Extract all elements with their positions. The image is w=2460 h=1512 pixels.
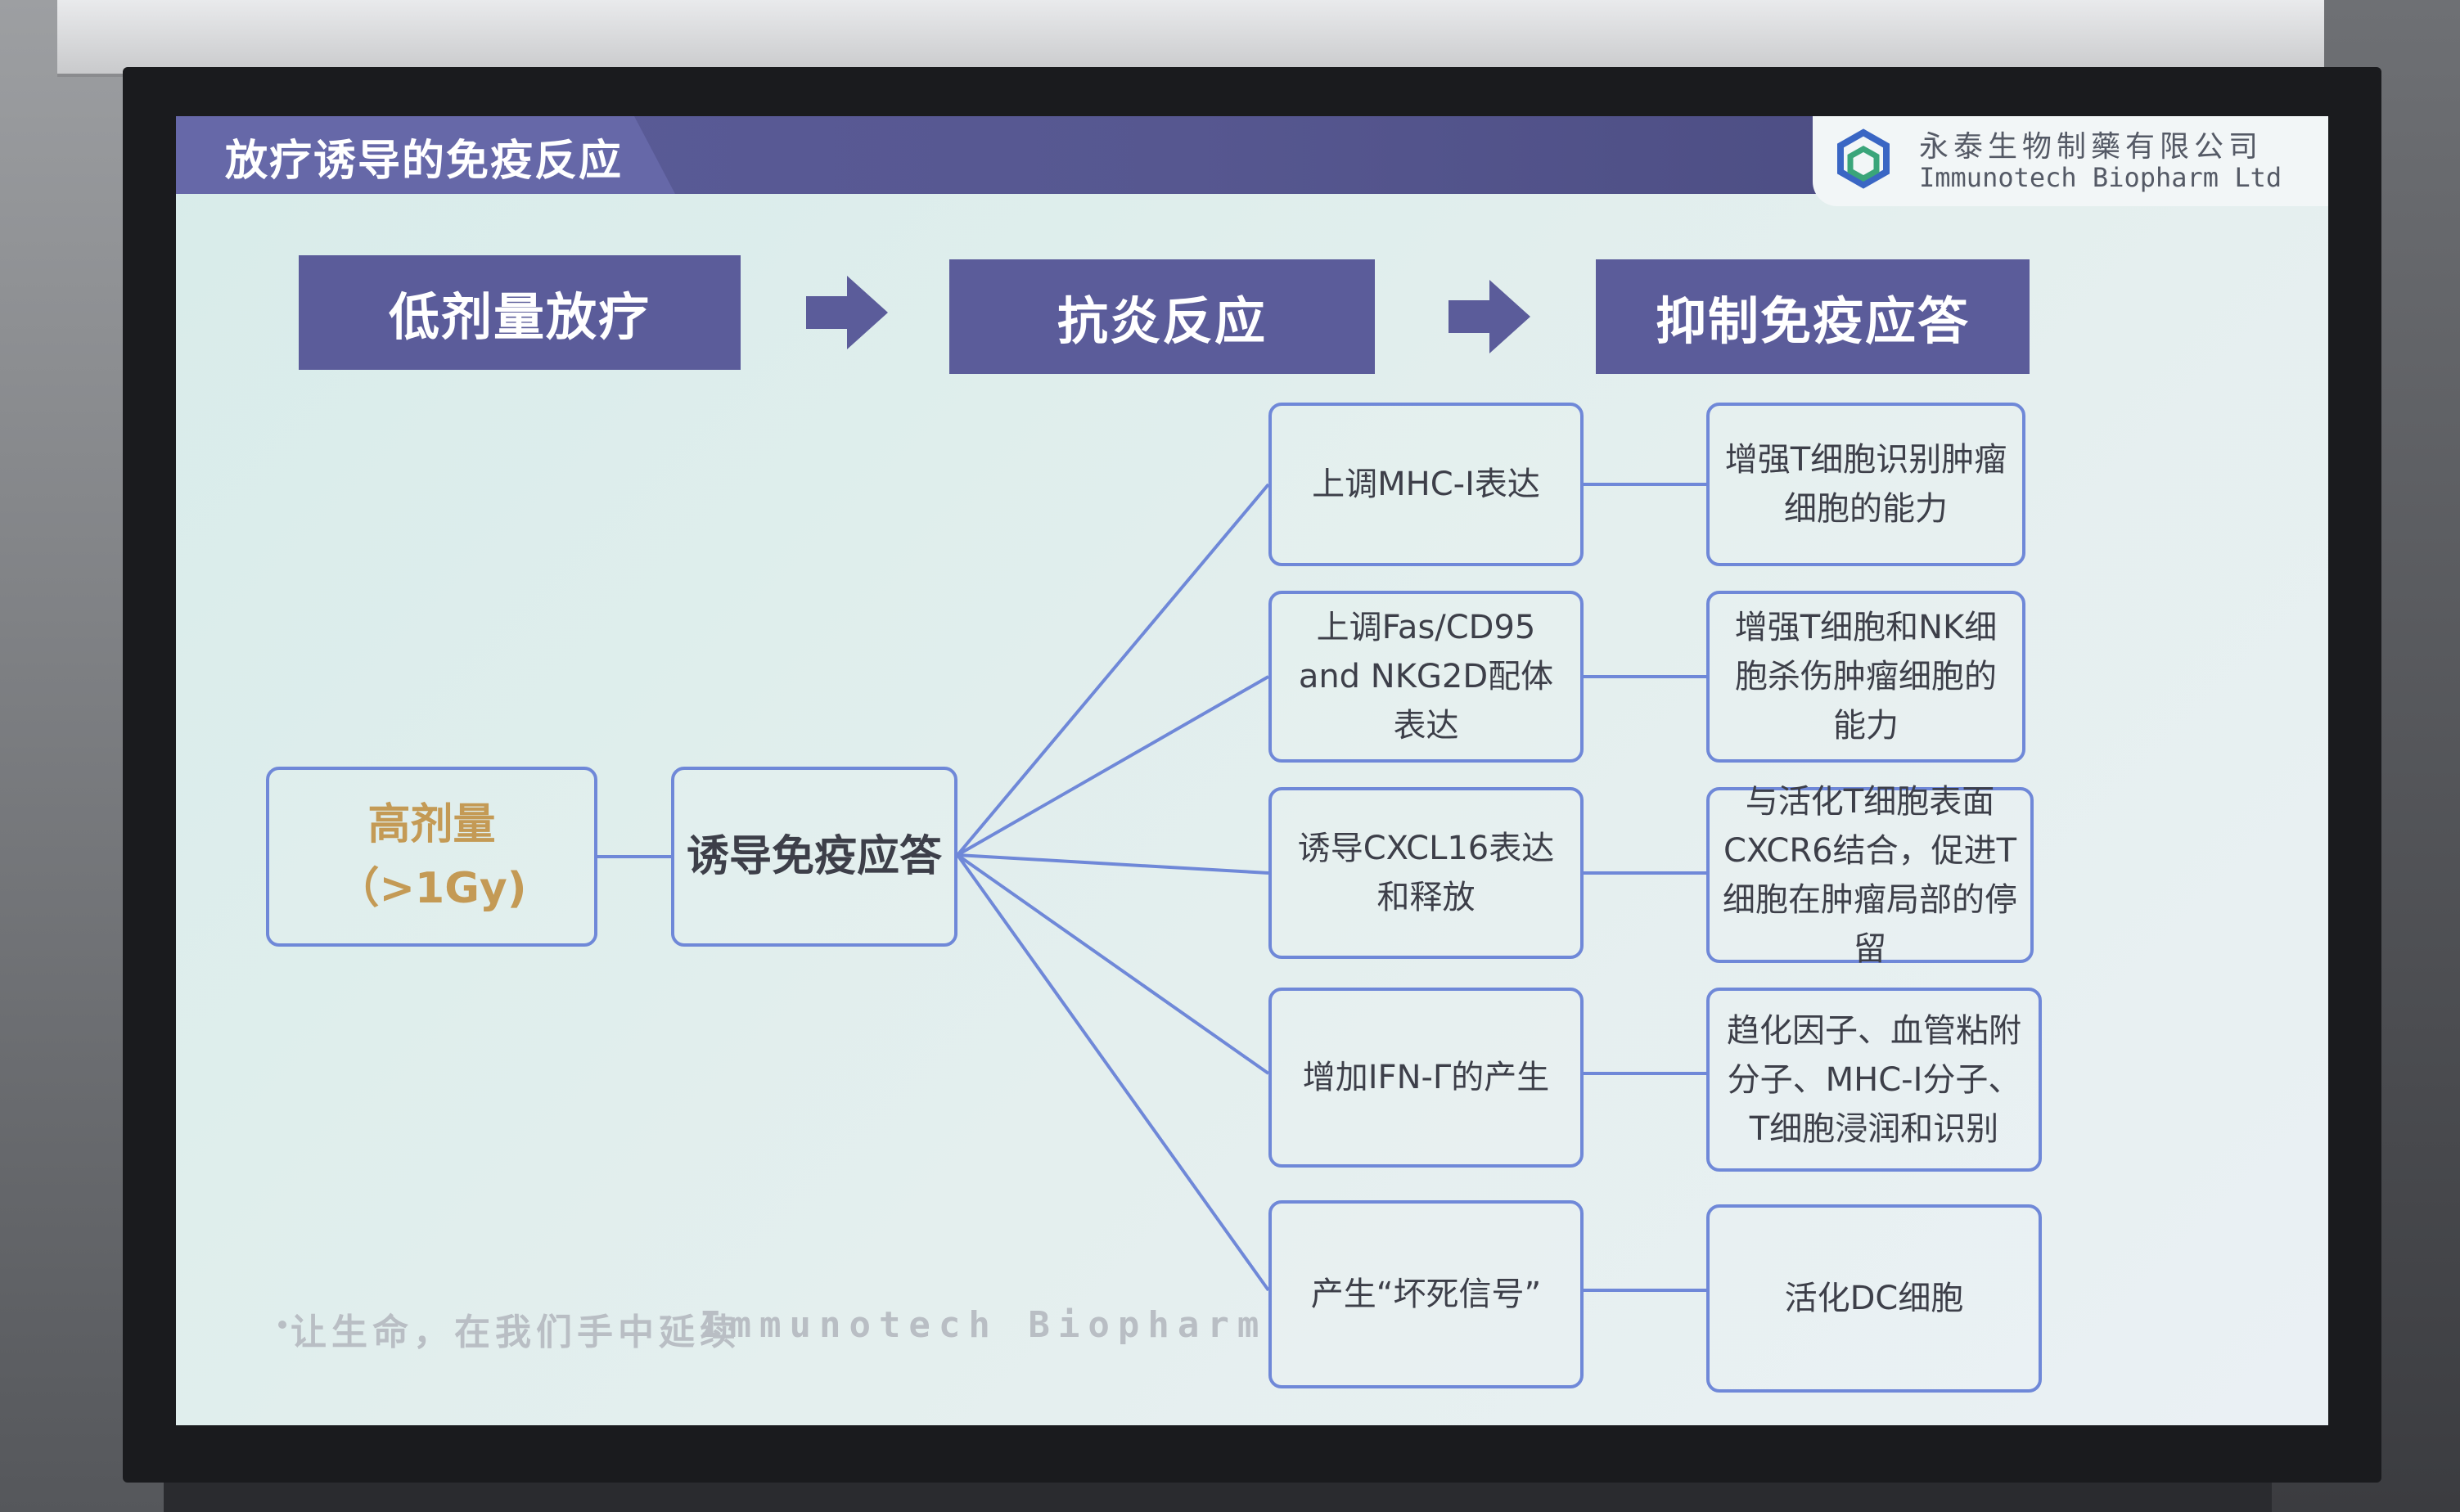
header-anti-inflammatory: 抗炎反应 — [949, 259, 1375, 374]
footer-brand: Immunotech Biopharm — [700, 1304, 1268, 1346]
node-mechanism-1: 上调MHC-I表达 — [1268, 403, 1584, 566]
node-effect-3: 与活化T细胞表面CXCR6结合，促进T细胞在肿瘤局部的停留 — [1706, 783, 2034, 968]
node-effect-1: 增强T细胞识别肿瘤细胞的能力 — [1706, 403, 2025, 566]
node-mechanism-5: 产生“坏死信号” — [1268, 1200, 1584, 1388]
company-logo-icon — [1837, 128, 1890, 189]
projector-screen-housing — [57, 0, 2324, 77]
company-name-cn: 永泰生物制藥有限公司 — [1919, 130, 2264, 164]
node-effect-5: 活化DC细胞 — [1706, 1204, 2042, 1393]
header-low-dose: 低剂量放疗 — [299, 255, 741, 370]
node-mechanism-3: 诱导CXCL16表达和释放 — [1268, 787, 1584, 959]
title-tab — [176, 116, 675, 194]
node-effect-2: 增强T细胞和NK细胞杀伤肿瘤细胞的能力 — [1706, 591, 2025, 763]
node-effect-4: 趋化因子、血管粘附分子、MHC-I分子、T细胞浸润和识别 — [1706, 988, 2042, 1172]
arrow-right-icon — [1449, 280, 1530, 353]
node-high-dose: 高剂量（>1Gy) — [266, 767, 597, 947]
node-induce-immune-response: 诱导免疫应答 — [671, 767, 957, 947]
bullet-dot — [278, 1321, 286, 1329]
slide-title: 放疗诱导的免疫反应 — [225, 137, 624, 186]
company-logo-area: 永泰生物制藥有限公司 Immunotech Biopharm Ltd — [1813, 116, 2328, 206]
slide: 放疗诱导的免疫反应 永泰生物制藥有限公司 Immunotech Biopharm… — [176, 116, 2328, 1425]
header-immune-suppression: 抑制免疫应答 — [1596, 259, 2030, 374]
node-mechanism-2: 上调Fas/CD95 and NKG2D配体表达 — [1268, 591, 1584, 763]
arrow-right-icon — [806, 276, 888, 349]
footer-slogan: 让生命，在我们手中延续 — [291, 1312, 741, 1353]
company-name-en: Immunotech Biopharm Ltd — [1919, 162, 2282, 193]
node-mechanism-4: 增加IFN-Γ的产生 — [1268, 988, 1584, 1168]
connector-lines — [597, 483, 1706, 1292]
